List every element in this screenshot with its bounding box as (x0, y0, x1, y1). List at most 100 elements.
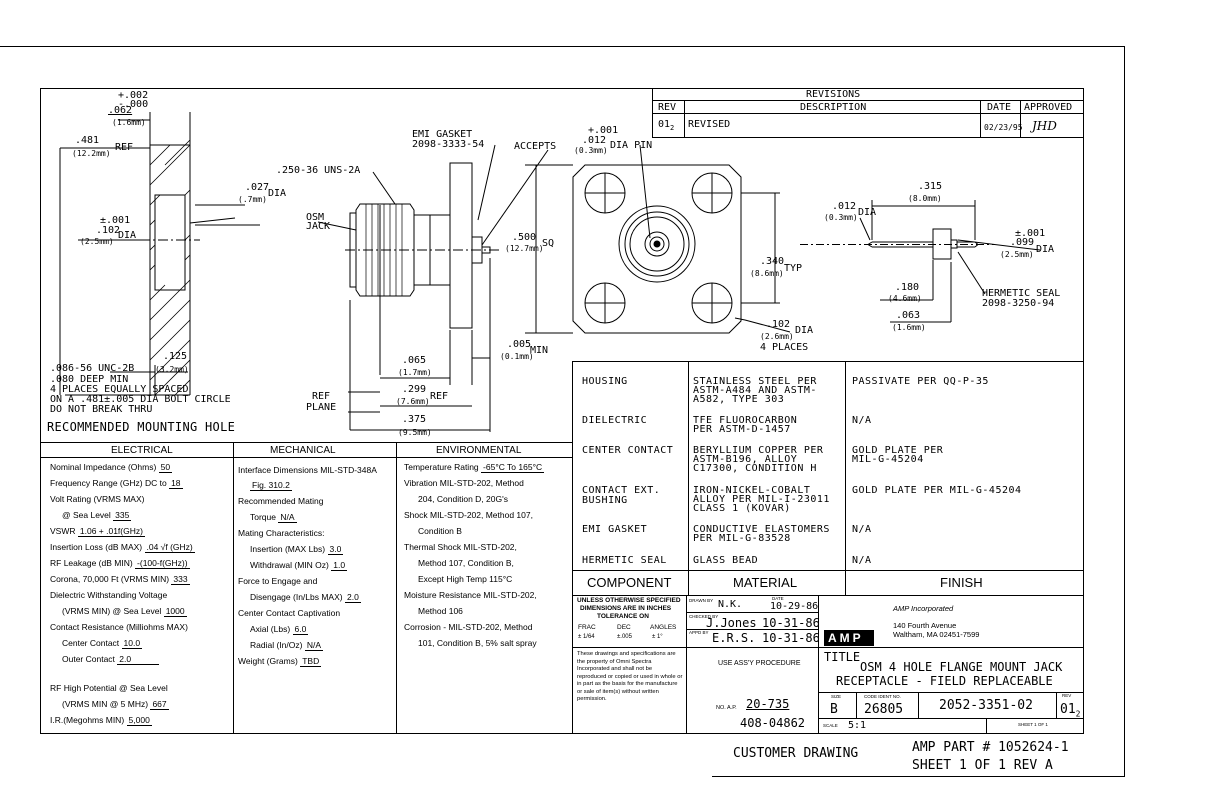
tol-frac-value: ± 1/64 (578, 634, 595, 640)
hole-dim-102: .102 (96, 225, 121, 236)
material-dielectric-1: TFE FLUOROCARBON (693, 415, 798, 426)
elec-dwv-value: (VRMS MIN) @ Sea Level 1000 (62, 606, 187, 617)
env-thermal-except: Except High Temp 115°C (418, 574, 513, 584)
approved-by: E.R.S. (712, 631, 756, 645)
material-center-3: C17300, CONDITION H (693, 463, 817, 474)
approved-date: 10-31-86 (762, 631, 820, 645)
env-thermal-cond: Method 107, Condition B, (418, 558, 514, 568)
dim-299-mm: (7.6mm) (396, 397, 430, 406)
component-housing: HOUSING (582, 376, 628, 387)
no-ap-label: NO. A.P. (716, 705, 737, 711)
tb-line (918, 692, 919, 718)
elec-outer-contact: Outer Contact 2.0 (62, 654, 160, 665)
elec-center-contact: Center Contact 10.0 (62, 638, 143, 649)
connector-front-view (572, 164, 742, 334)
title-label: TITLE (824, 650, 861, 664)
wire-dia-label: DIA (858, 207, 877, 218)
min-dim: .005 (507, 339, 532, 350)
spec-divider (233, 442, 234, 734)
checked-date: 10-31-86 (762, 616, 820, 630)
mech-axial: Axial (Lbs) 6.0 (250, 624, 309, 635)
seal-label: HERMETIC SEAL (982, 288, 1061, 299)
env-vibration: Vibration MIL-STD-202, Method (404, 478, 524, 488)
mat-line (572, 570, 1084, 571)
hole-dim-102-dia: DIA (118, 230, 137, 241)
hole-dim-481: .481 (75, 135, 100, 146)
mech-disengage: Disengage (In/Lbs MAX) 2.0 (250, 592, 361, 603)
hole-dim-125-mm: (3.2mm) (155, 365, 189, 374)
amp-logo-text: AMP (828, 631, 864, 645)
scale-value: 5:1 (848, 720, 867, 731)
material-housing-3: A582, TYPE 303 (693, 394, 785, 405)
hole-note-5: DO NOT BREAK THRU (50, 404, 153, 415)
tb-line (572, 647, 1084, 648)
customer-drawing-label: CUSTOMER DRAWING (733, 746, 859, 761)
env-shock: Shock MIL-STD-202, Method 107, (404, 510, 533, 520)
drawn-by-label: DRAWN BY (689, 598, 714, 603)
no-ap: 20-735 (746, 697, 790, 711)
hole-dia-mm: (2.6mm) (760, 332, 794, 341)
company-address-2: Waltham, MA 02451-7599 (893, 630, 980, 639)
revisions-title: REVISIONS (806, 89, 861, 100)
mech-captivation: Center Contact Captivation (238, 608, 341, 618)
rev-line (980, 100, 981, 138)
tol-angle-value: ± 1° (652, 634, 663, 640)
tol-note-3: TOLERANCE ON (597, 613, 649, 620)
dim-065-mm: (1.7mm) (398, 368, 432, 377)
rev-header: REV (658, 102, 677, 113)
hole-note-3: 4 PLACES EQUALLY SPACED (50, 384, 189, 395)
elec-rf-high-potential-value: (VRMS MIN @ 5 MHz) 667 (62, 699, 169, 710)
env-temperature: Temperature Rating -65°C To 165°C (404, 462, 545, 473)
elec-insertion-loss: Insertion Loss (dB MAX) .04 √f (GHz) (50, 542, 195, 553)
env-corrosion: Corrosion - MIL-STD-202, Method (404, 622, 533, 632)
component-dielectric: DIELECTRIC (582, 415, 648, 426)
ref-plane-b: PLANE (306, 402, 337, 413)
material-header: MATERIAL (733, 575, 798, 590)
finish-dielectric: N/A (852, 415, 872, 426)
dim-299: .299 (402, 384, 427, 395)
elec-rf-high-potential: RF High Potential @ Sea Level (50, 683, 168, 693)
connector-side-view (345, 162, 500, 329)
tb-line (1056, 692, 1057, 718)
environmental-header: ENVIRONMENTAL (436, 445, 522, 456)
material-center-1: BERYLLIUM COPPER PER (693, 445, 824, 456)
hole-dim-027-dia: DIA (268, 188, 287, 199)
material-bushing-2: ALLOY PER MIL-I-23011 (693, 494, 830, 505)
hole-dim-102-mm: (2.5mm) (80, 237, 114, 246)
hole-body (154, 194, 186, 291)
hole-note-2: .080 DEEP MIN (50, 374, 129, 385)
bead-dia-label: DIA (1036, 244, 1055, 255)
hole-dia-label: DIA (795, 325, 814, 336)
spec-top (40, 442, 573, 443)
tol-angles: ANGLES (650, 624, 677, 631)
mat-divider (688, 361, 689, 595)
sq-dim: .500 (512, 232, 537, 243)
finish-header: FINISH (940, 575, 983, 590)
hole-tol-minus: -.000 (118, 99, 149, 110)
elec-contact-resistance: Contact Resistance (Milliohms MAX) (50, 622, 188, 632)
hole-dim-lines (59, 112, 191, 396)
rev-date: 02/23/95 (984, 123, 1023, 132)
hole-dim-125: .125 (163, 351, 188, 362)
material-seal: GLASS BEAD (693, 555, 759, 566)
tb-line (686, 612, 818, 613)
dim-375: .375 (402, 414, 427, 425)
env-corrosion-cond: 101, Condition B, 5% salt spray (418, 638, 537, 648)
hole-tol-plus: +.002 (118, 90, 149, 101)
doc-number: 408-04862 (740, 716, 806, 730)
bead-dim: .099 (1010, 237, 1035, 248)
elec-corona: Corona, 70,000 Ft (VRMS MIN) 333 (50, 574, 190, 585)
hole-dim-481-mm: (12.2mm) (72, 149, 111, 158)
pin-tol: +.001 (588, 125, 619, 136)
rev-description: REVISED (688, 119, 731, 130)
hole-places: 4 PLACES (760, 342, 809, 353)
rev-approver-signature: JHD (1032, 119, 1057, 133)
min-label: MIN (530, 345, 549, 356)
hole-note-4: ON A .481±.005 DIA BOLT CIRCLE (50, 394, 231, 405)
elec-vswr: VSWR 1.06 + .01f(GHz) (50, 526, 145, 537)
spec-header-line (40, 457, 573, 458)
tb-line (818, 647, 819, 734)
electrical-header: ELECTRICAL (111, 445, 173, 456)
jack-label: JACK (306, 221, 331, 232)
gasket-part: 2098-3333-54 (412, 139, 485, 150)
